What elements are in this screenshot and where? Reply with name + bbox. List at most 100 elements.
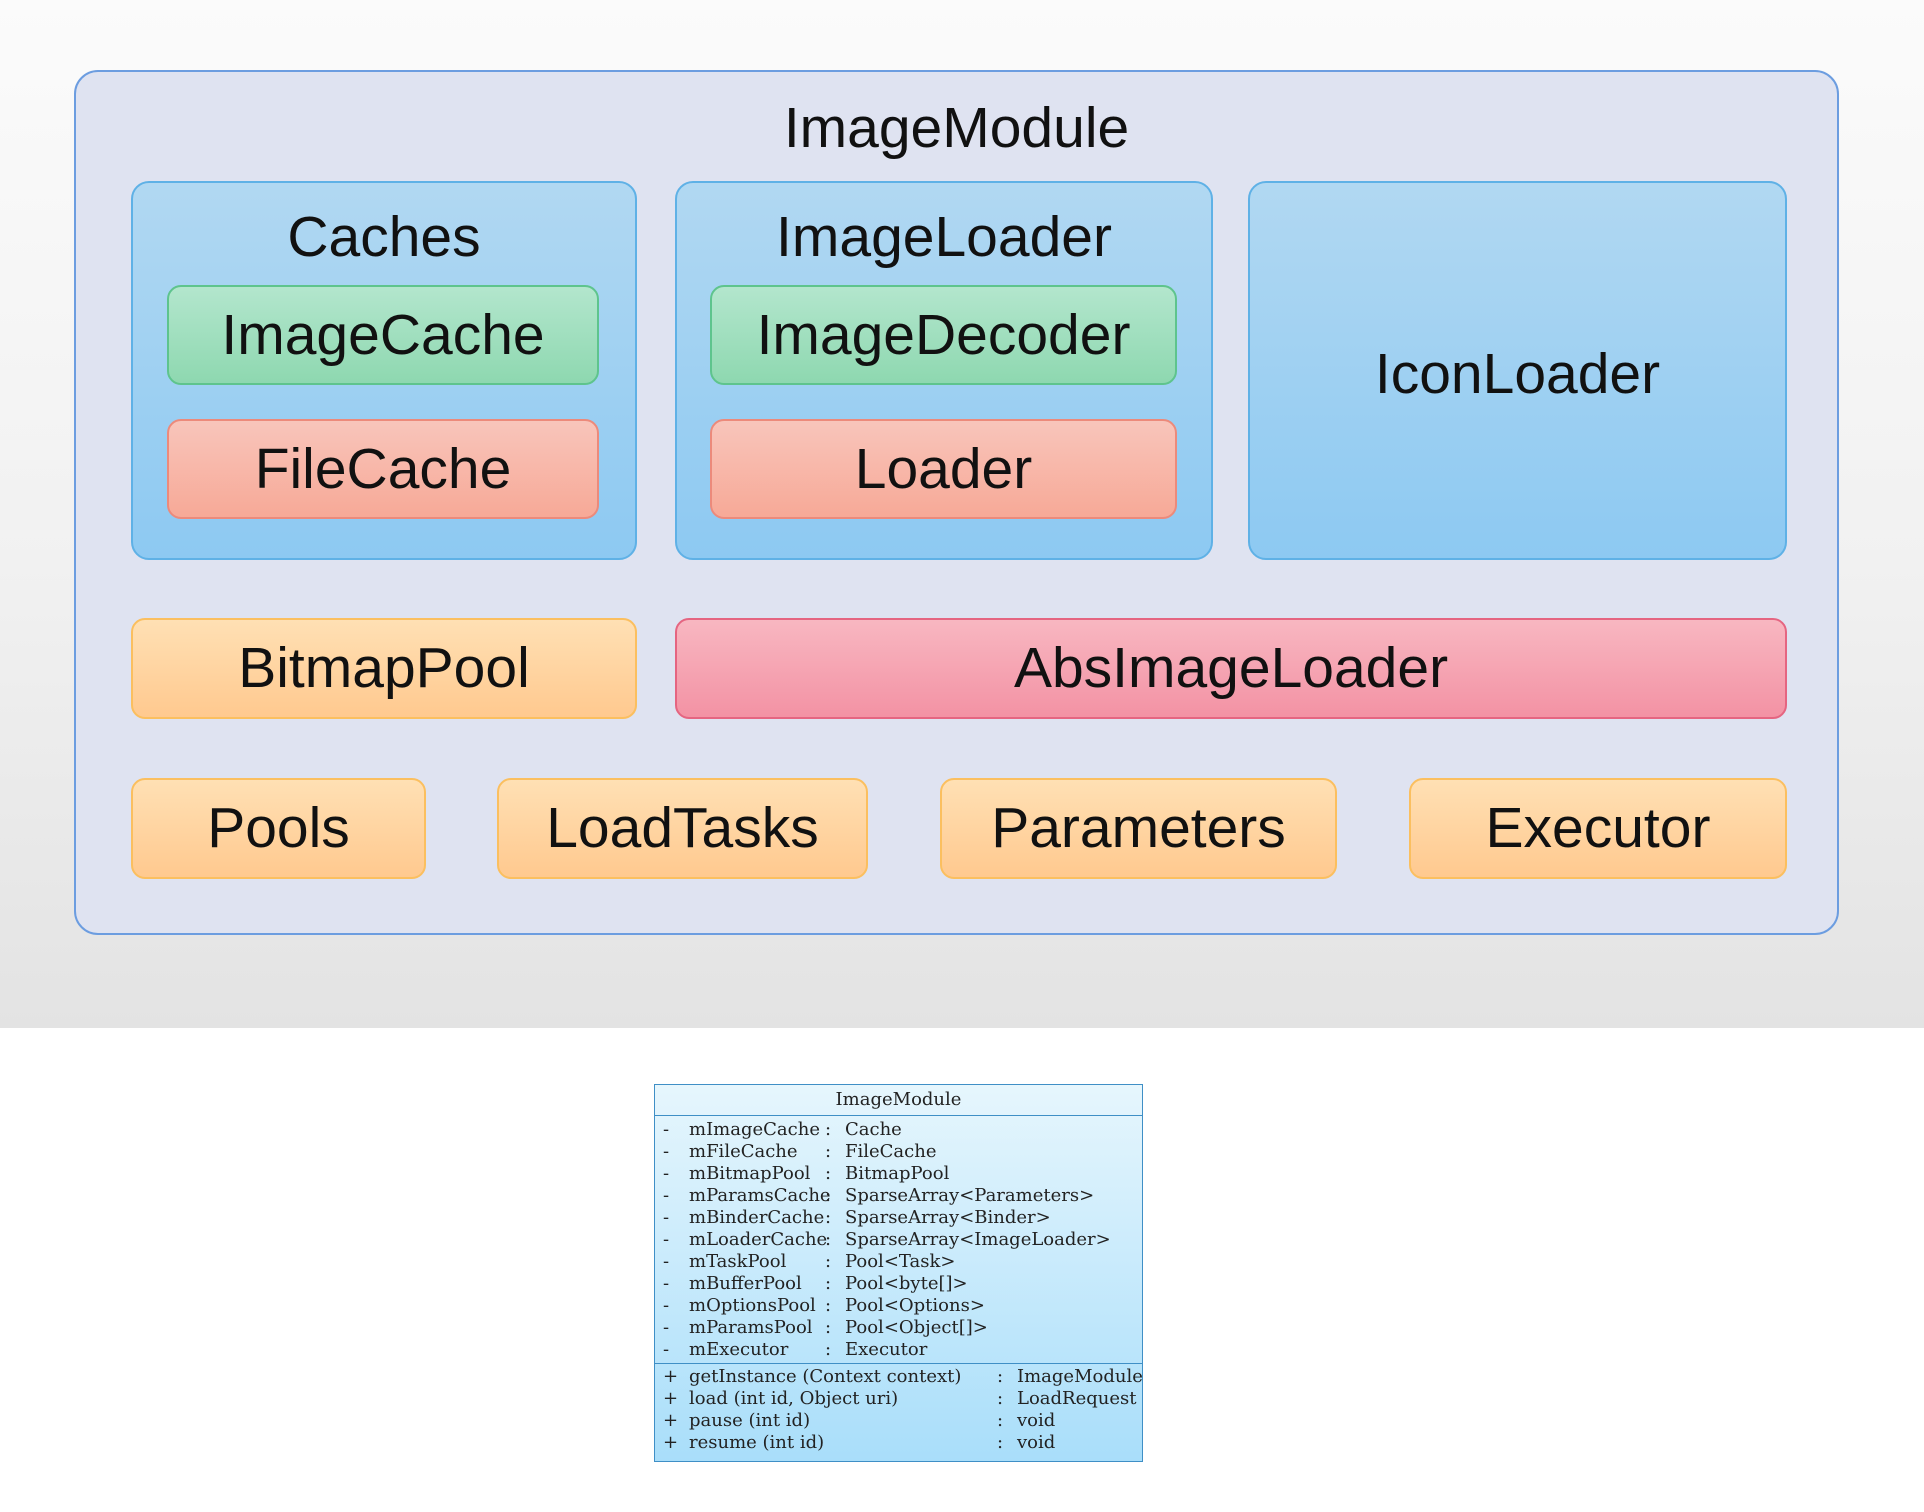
image-cache-box: ImageCache — [167, 285, 599, 385]
uml-method-signature: pause (int id) — [689, 1410, 811, 1431]
uml-method-row: + load (int id, Object uri): LoadRequest — [655, 1388, 1142, 1410]
uml-method-signature: getInstance (Context context) — [689, 1366, 962, 1387]
uml-field-separator: : — [825, 1207, 832, 1228]
uml-field-type: BitmapPool — [845, 1163, 950, 1184]
load-tasks-box: LoadTasks — [497, 778, 868, 879]
bitmap-pool-box: BitmapPool — [131, 618, 637, 719]
uml-method-signature: resume (int id) — [689, 1432, 825, 1453]
image-module-title: ImageModule — [783, 96, 1130, 160]
uml-field-separator: : — [825, 1317, 832, 1338]
uml-method-signature: load (int id, Object uri) — [689, 1388, 899, 1409]
uml-method-row: + pause (int id): void — [655, 1410, 1142, 1432]
uml-method-separator: : — [997, 1432, 1004, 1453]
load-tasks-label: LoadTasks — [546, 796, 819, 860]
uml-method-separator: : — [997, 1410, 1004, 1431]
uml-field-visibility: - — [663, 1229, 670, 1250]
pools-label: Pools — [207, 796, 350, 860]
uml-field-name: mBinderCache — [689, 1207, 825, 1228]
uml-field-name: mParamsCache — [689, 1185, 831, 1206]
uml-field-name: mExecutor — [689, 1339, 789, 1360]
uml-field-separator: : — [825, 1185, 832, 1206]
uml-field-type: Pool<byte[]> — [845, 1273, 968, 1294]
uml-field-visibility: - — [663, 1317, 670, 1338]
uml-method-visibility: + — [663, 1432, 679, 1453]
image-decoder-box: ImageDecoder — [710, 285, 1177, 385]
pools-box: Pools — [131, 778, 426, 879]
uml-field-row: -mOptionsPool:Pool<Options> — [655, 1295, 1142, 1317]
image-decoder-label: ImageDecoder — [756, 302, 1131, 367]
uml-field-type: Pool<Object[]> — [845, 1317, 988, 1338]
uml-field-row: -mBinderCache: SparseArray<Binder> — [655, 1207, 1142, 1229]
uml-methods-section: + getInstance (Context context): ImageModu… — [655, 1364, 1143, 1456]
uml-field-separator: : — [825, 1229, 832, 1250]
uml-method-separator: : — [997, 1388, 1004, 1409]
uml-field-visibility: - — [663, 1119, 670, 1140]
uml-field-name: mOptionsPool — [689, 1295, 816, 1316]
uml-field-visibility: - — [663, 1163, 670, 1184]
uml-field-type: SparseArray<ImageLoader> — [845, 1229, 1111, 1250]
parameters-box: Parameters — [940, 778, 1337, 879]
uml-method-visibility: + — [663, 1388, 679, 1409]
uml-field-row: -mExecutor: Executor — [655, 1339, 1142, 1361]
uml-field-visibility: - — [663, 1207, 670, 1228]
loader-box: Loader — [710, 419, 1177, 519]
uml-field-row: -mBitmapPool: BitmapPool — [655, 1163, 1142, 1185]
parameters-label: Parameters — [991, 796, 1286, 860]
loader-label: Loader — [854, 436, 1033, 501]
uml-field-visibility: - — [663, 1295, 670, 1316]
uml-field-visibility: - — [663, 1273, 670, 1294]
uml-method-return-type: ImageModule — [1017, 1366, 1143, 1387]
uml-field-name: mImageCache — [689, 1119, 820, 1140]
bitmap-pool-label: BitmapPool — [238, 636, 530, 700]
uml-field-separator: : — [825, 1141, 832, 1162]
uml-field-row: -mFileCache: FileCache — [655, 1141, 1142, 1163]
uml-field-name: mBitmapPool — [689, 1163, 811, 1184]
uml-field-type: Pool<Task> — [845, 1251, 956, 1272]
uml-field-type: Executor — [845, 1339, 928, 1360]
uml-field-separator: : — [825, 1163, 832, 1184]
uml-field-name: mParamsPool — [689, 1317, 813, 1338]
uml-method-return-type: LoadRequest — [1017, 1388, 1137, 1409]
caches-title: Caches — [287, 205, 481, 269]
uml-field-row: -mParamsPool: Pool<Object[]> — [655, 1317, 1142, 1339]
uml-field-visibility: - — [663, 1251, 670, 1272]
uml-field-separator: : — [825, 1339, 832, 1360]
uml-field-name: mTaskPool — [689, 1251, 787, 1272]
file-cache-label: FileCache — [254, 436, 512, 501]
abs-image-loader-box: AbsImageLoader — [675, 618, 1787, 719]
uml-field-visibility: - — [663, 1141, 670, 1162]
icon-loader-group: IconLoader — [1248, 181, 1787, 560]
image-cache-label: ImageCache — [221, 302, 545, 367]
uml-field-name: mBufferPool — [689, 1273, 802, 1294]
uml-fields-section: -mImageCache:Cache-mFileCache:FileCache-… — [655, 1116, 1142, 1364]
uml-field-row: -mTaskPool:Pool<Task> — [655, 1251, 1142, 1273]
uml-field-separator: : — [825, 1295, 832, 1316]
uml-method-row: + resume (int id): void — [655, 1432, 1142, 1454]
uml-field-type: SparseArray<Parameters> — [845, 1185, 1095, 1206]
uml-field-row: -mImageCache: Cache — [655, 1119, 1142, 1141]
executor-box: Executor — [1409, 778, 1787, 879]
uml-method-row: +getInstance (Context context):ImageModu… — [655, 1366, 1143, 1388]
uml-method-return-type: void — [1017, 1432, 1056, 1453]
file-cache-box: FileCache — [167, 419, 599, 519]
uml-field-visibility: - — [663, 1339, 670, 1360]
uml-field-row: -mParamsCache: SparseArray<Parameters> — [655, 1185, 1142, 1207]
uml-field-visibility: - — [663, 1185, 670, 1206]
uml-field-row: -mBufferPool: Pool<byte[]> — [655, 1273, 1142, 1295]
executor-label: Executor — [1485, 796, 1711, 860]
uml-field-separator: : — [825, 1273, 832, 1294]
image-loader-title: ImageLoader — [776, 205, 1112, 269]
abs-image-loader-label: AbsImageLoader — [1013, 636, 1449, 700]
uml-field-type: SparseArray<Binder> — [845, 1207, 1051, 1228]
uml-field-name: mFileCache — [689, 1141, 798, 1162]
uml-field-type: FileCache — [845, 1141, 937, 1162]
uml-method-visibility: + — [663, 1410, 679, 1431]
uml-field-type: Cache — [845, 1119, 902, 1140]
uml-class-box: ImageModule -mImageCache:Cache-mFileCach… — [654, 1084, 1143, 1462]
uml-field-row: -mLoaderCache:SparseArray<ImageLoader> — [655, 1229, 1142, 1251]
uml-field-separator: : — [825, 1119, 832, 1140]
uml-method-separator: : — [997, 1366, 1004, 1387]
uml-class-name: ImageModule — [655, 1085, 1142, 1116]
icon-loader-label: IconLoader — [1374, 342, 1661, 406]
uml-method-return-type: void — [1017, 1410, 1056, 1431]
